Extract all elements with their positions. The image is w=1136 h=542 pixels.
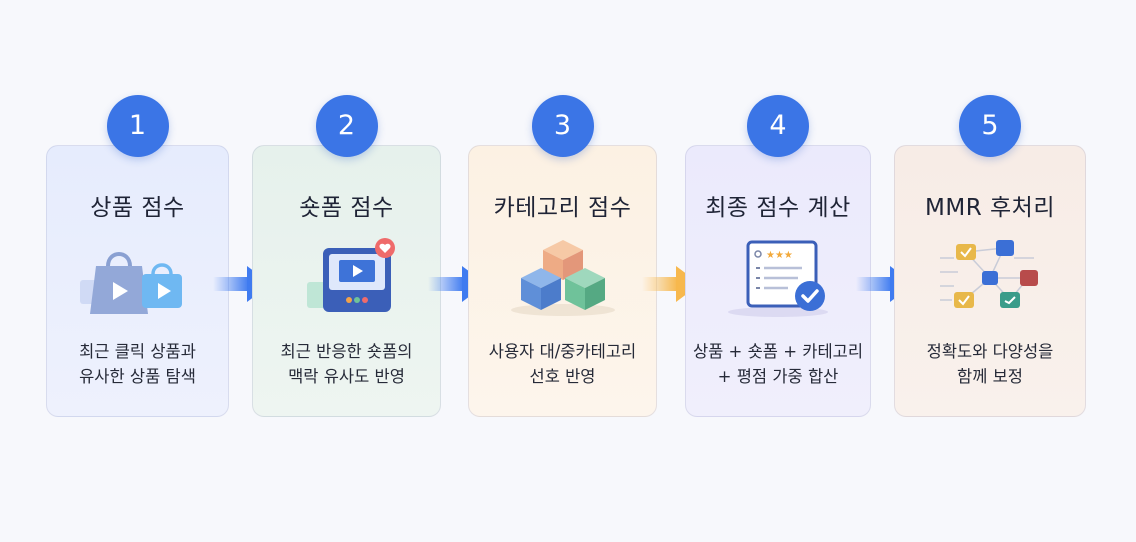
step-description: 상품 + 숏폼 + 카테고리 + 평점 가중 합산 xyxy=(692,342,864,386)
step-title: MMR 후처리 xyxy=(925,195,1055,221)
step-description: 최근 클릭 상품과 유사한 상품 탐색 xyxy=(79,342,196,386)
step-card-2: 2 숏폼 점수 최근 반응한 숏폼의 맥락 유사도 반영 xyxy=(252,95,441,417)
rating-checklist-icon: ★★★ xyxy=(728,240,828,317)
svg-text:★★★: ★★★ xyxy=(766,250,793,261)
step-description: 최근 반응한 숏폼의 맥락 유사도 반영 xyxy=(280,342,413,386)
step-card-5: 5 MMR 후처리 정확도와 다양성을 함께 보정 xyxy=(894,95,1086,417)
step-card-4: 4 최종 점수 계산 ★★★ 상품 + 숏폼 + 카테고리 + 평점 가중 합산 xyxy=(685,95,871,417)
step-number-badge: 3 xyxy=(531,95,594,157)
step-description: 사용자 대/중카테고리 선호 반영 xyxy=(488,342,637,386)
short-video-player-heart-icon xyxy=(306,238,395,312)
stacked-cubes-icon xyxy=(510,240,615,316)
step-card-3: 3 카테고리 점수 사용자 대/중카테고리 선호 반영 xyxy=(468,95,657,417)
step-description: 정확도와 다양성을 함께 보정 xyxy=(926,342,1054,386)
step-title: 상품 점수 xyxy=(90,195,185,221)
step-number-badge: 2 xyxy=(315,95,378,157)
step-number-badge: 5 xyxy=(959,95,1021,157)
step-number-badge: 4 xyxy=(747,95,809,157)
diverse-node-network-icon xyxy=(940,240,1038,308)
step-title: 숏폼 점수 xyxy=(299,195,394,221)
step-title: 카테고리 점수 xyxy=(493,195,632,221)
step-number-badge: 1 xyxy=(106,95,169,157)
shopping-bag-video-icon xyxy=(79,252,182,314)
step-card-1: 1 상품 점수 최근 클릭 상품과 유사한 상품 탐색 xyxy=(46,95,229,417)
step-title: 최종 점수 계산 xyxy=(705,195,851,221)
